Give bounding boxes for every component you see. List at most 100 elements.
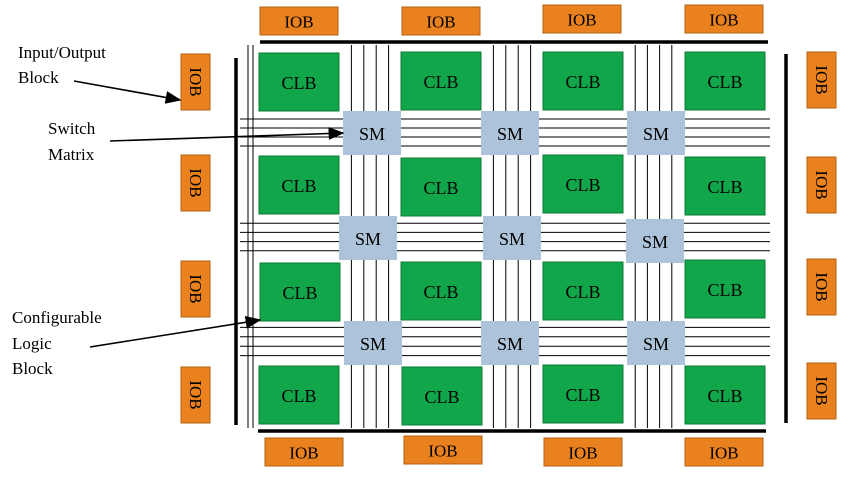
iob-right (806, 258, 837, 316)
switch-matrix-block (626, 219, 684, 263)
iob-top (684, 4, 764, 34)
switch-matrix-label: SM (499, 229, 525, 249)
clb-block (400, 51, 482, 111)
iob-right (806, 362, 837, 420)
callout-switch-matrix-line-1: Switch (48, 119, 96, 138)
clb-block (258, 155, 340, 215)
iob-top (542, 4, 622, 34)
clb-block (684, 156, 766, 216)
clb-label: CLB (707, 177, 742, 197)
clb-block (258, 52, 340, 112)
clb-label: CLB (565, 72, 600, 92)
clb-block (684, 365, 766, 425)
switch-matrix-label: SM (355, 229, 381, 249)
iob-label: IOB (428, 442, 457, 461)
switch-matrix-block (344, 321, 402, 365)
clb-block (400, 157, 482, 217)
callout-switch-matrix-arrow (109, 127, 345, 142)
callout-switch-matrix: Switch Matrix (48, 119, 345, 164)
iob-right (806, 156, 837, 214)
switch-matrix-block (483, 216, 541, 260)
clb-label: CLB (707, 280, 742, 300)
switch-matrix-block (481, 111, 539, 155)
clb-block (400, 261, 482, 321)
clb-block (684, 51, 766, 111)
switch-matrix-label: SM (643, 124, 669, 144)
callout-io-block-line-1: Input/Output (18, 43, 106, 62)
iob-label: IOB (812, 170, 831, 199)
iob-label: IOB (568, 444, 597, 463)
clb-label: CLB (281, 176, 316, 196)
switch-matrix-block (627, 321, 685, 365)
iob-label: IOB (426, 13, 455, 32)
callout-config-logic-line-3: Block (12, 359, 53, 378)
clb-block (259, 262, 341, 322)
iob-label: IOB (709, 11, 738, 30)
clb-label: CLB (282, 283, 317, 303)
iob-right (806, 51, 837, 109)
switch-matrix-block (627, 111, 685, 155)
iob-label: IOB (186, 380, 205, 409)
callout-config-logic-line-1: Configurable (12, 308, 102, 327)
clb-block (542, 51, 624, 111)
iob-label: IOB (186, 168, 205, 197)
clb-block (401, 366, 483, 426)
iob-bottom (684, 437, 764, 467)
iob-bottom (543, 437, 623, 467)
switch-matrix-block (339, 216, 397, 260)
iob-bottom (264, 437, 344, 467)
clb-label: CLB (565, 385, 600, 405)
callout-io-block: Input/Output Block (18, 43, 182, 104)
iob-label: IOB (186, 67, 205, 96)
callout-config-logic-arrow (89, 315, 262, 348)
iob-left (180, 366, 211, 424)
iob-label: IOB (567, 11, 596, 30)
iob-left (180, 53, 211, 111)
iob-top (259, 6, 339, 36)
switch-matrix-label: SM (497, 124, 523, 144)
switch-matrix-label: SM (359, 124, 385, 144)
clb-label: CLB (281, 386, 316, 406)
switch-matrix-label: SM (642, 232, 668, 252)
callout-io-block-arrow (73, 80, 182, 104)
callout-config-logic: Configurable Logic Block (12, 308, 262, 378)
clb-label: CLB (424, 387, 459, 407)
iob-label: IOB (812, 272, 831, 301)
clb-block (684, 259, 766, 319)
iob-bottom (403, 435, 483, 465)
iob-left (180, 260, 211, 318)
iob-label: IOB (289, 444, 318, 463)
iob-top (401, 6, 481, 36)
clb-block (542, 154, 624, 214)
switch-matrix-block (481, 321, 539, 365)
switch-matrix-label: SM (643, 334, 669, 354)
clb-label: CLB (707, 72, 742, 92)
switch-matrix-label: SM (360, 334, 386, 354)
clb-array: CLB CLB CLB CLB CLB CLB CLB CLB CLB CLB CLB CLB CLB C… (258, 51, 766, 426)
chip-border-lines (234, 40, 788, 433)
clb-label: CLB (565, 282, 600, 302)
clb-label: CLB (281, 73, 316, 93)
clb-block (542, 261, 624, 321)
clb-label: CLB (565, 175, 600, 195)
iob-label: IOB (186, 274, 205, 303)
callout-config-logic-line-2: Logic (12, 334, 52, 353)
clb-label: CLB (423, 282, 458, 302)
switch-matrix-label: SM (497, 334, 523, 354)
switch-matrix-array: SM SM SM SM SM SM SM SM SM (339, 111, 685, 365)
iob-label: IOB (284, 13, 313, 32)
callout-io-block-line-2: Block (18, 68, 59, 87)
clb-block (542, 364, 624, 424)
iob-label: IOB (812, 65, 831, 94)
clb-label: CLB (423, 72, 458, 92)
clb-block (258, 365, 340, 425)
callout-switch-matrix-line-2: Matrix (48, 145, 95, 164)
iob-label: IOB (812, 376, 831, 405)
iob-label: IOB (709, 444, 738, 463)
iob-left (180, 154, 211, 212)
clb-label: CLB (423, 178, 458, 198)
iob-ring: IOB IOB IOB IOB IOB IOB IOB IOB IOB IOB IOB IOB IOB I… (180, 4, 837, 467)
switch-matrix-block (343, 111, 401, 155)
clb-label: CLB (707, 386, 742, 406)
